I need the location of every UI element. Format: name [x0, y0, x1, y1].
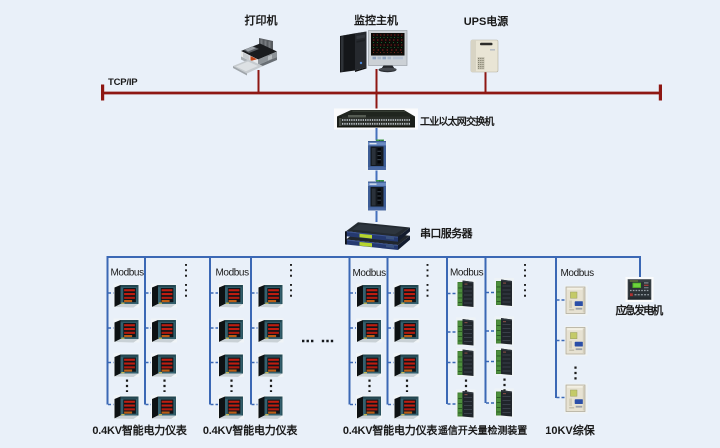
svg-text:工业以太网交换机: 工业以太网交换机 [420, 115, 494, 128]
svg-text:Modbus: Modbus [111, 268, 145, 279]
svg-text:Modbus: Modbus [561, 268, 595, 279]
svg-text:打印机: 打印机 [245, 13, 278, 27]
svg-text:Modbus: Modbus [450, 268, 484, 279]
svg-text:监控主机: 监控主机 [354, 13, 398, 27]
svg-text:0.4KV智能电力仪表: 0.4KV智能电力仪表 [343, 423, 439, 437]
svg-text:应急发电机: 应急发电机 [616, 303, 664, 317]
svg-text:串口服务器: 串口服务器 [420, 226, 474, 240]
svg-text:UPS电源: UPS电源 [464, 14, 509, 28]
svg-text:TCP/IP: TCP/IP [108, 77, 138, 88]
svg-text:0.4KV智能电力仪表: 0.4KV智能电力仪表 [203, 423, 299, 437]
svg-text:Modbus: Modbus [353, 268, 387, 279]
svg-text:10KV综保: 10KV综保 [545, 423, 596, 437]
svg-text:Modbus: Modbus [216, 268, 250, 279]
svg-text:0.4KV智能电力仪表: 0.4KV智能电力仪表 [92, 423, 188, 437]
svg-text:遥信开关量检测装置: 遥信开关量检测装置 [438, 424, 527, 437]
